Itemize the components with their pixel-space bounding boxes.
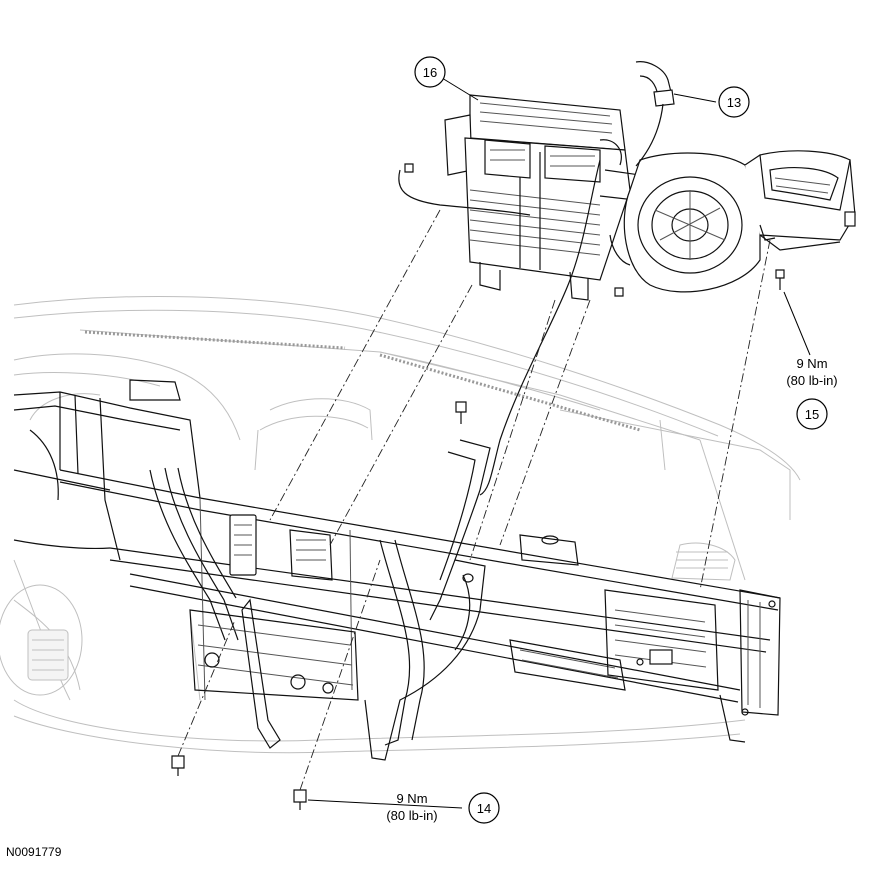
torque-15-nm: 9 Nm (796, 356, 827, 371)
torque-14-nm: 9 Nm (396, 791, 427, 806)
callout-14-label: 14 (477, 801, 491, 816)
right-passenger-bracket (604, 589, 746, 743)
screw-icon (455, 401, 467, 413)
instrument-panel-outline (0, 295, 801, 754)
callout-13-label: 13 (727, 95, 741, 110)
callout-14: 9 Nm (80 lb-in) 14 (386, 791, 500, 824)
left-bracket-structure (13, 379, 257, 641)
callout-16-label: 16 (423, 65, 437, 80)
torque-14-lbin: (80 lb-in) (386, 808, 437, 823)
alignment-lines (177, 209, 771, 791)
drain-hose (635, 61, 675, 167)
callout-16: 16 (414, 56, 446, 88)
screw-icon (614, 287, 624, 297)
center-stack-bracket (189, 529, 359, 749)
screw-icon (404, 163, 414, 173)
callout-leaders (307, 77, 811, 809)
callout-13: 13 (718, 86, 750, 118)
cross-car-beam (59, 469, 781, 716)
callout-15: 9 Nm (80 lb-in) 15 (786, 356, 838, 430)
blower-housing (623, 150, 856, 293)
hvac-module (444, 94, 641, 301)
figure-id: N0091779 (6, 845, 62, 859)
screw-icon (775, 269, 785, 279)
defroster-vent-slots (84, 330, 641, 432)
bolt-icon (293, 789, 307, 803)
callout-15-label: 15 (805, 407, 819, 422)
fasteners (171, 163, 785, 810)
bolt-icon (171, 755, 185, 769)
torque-15-lbin: (80 lb-in) (786, 373, 837, 388)
center-support-brace (364, 439, 626, 761)
wiring-harness (398, 159, 631, 496)
